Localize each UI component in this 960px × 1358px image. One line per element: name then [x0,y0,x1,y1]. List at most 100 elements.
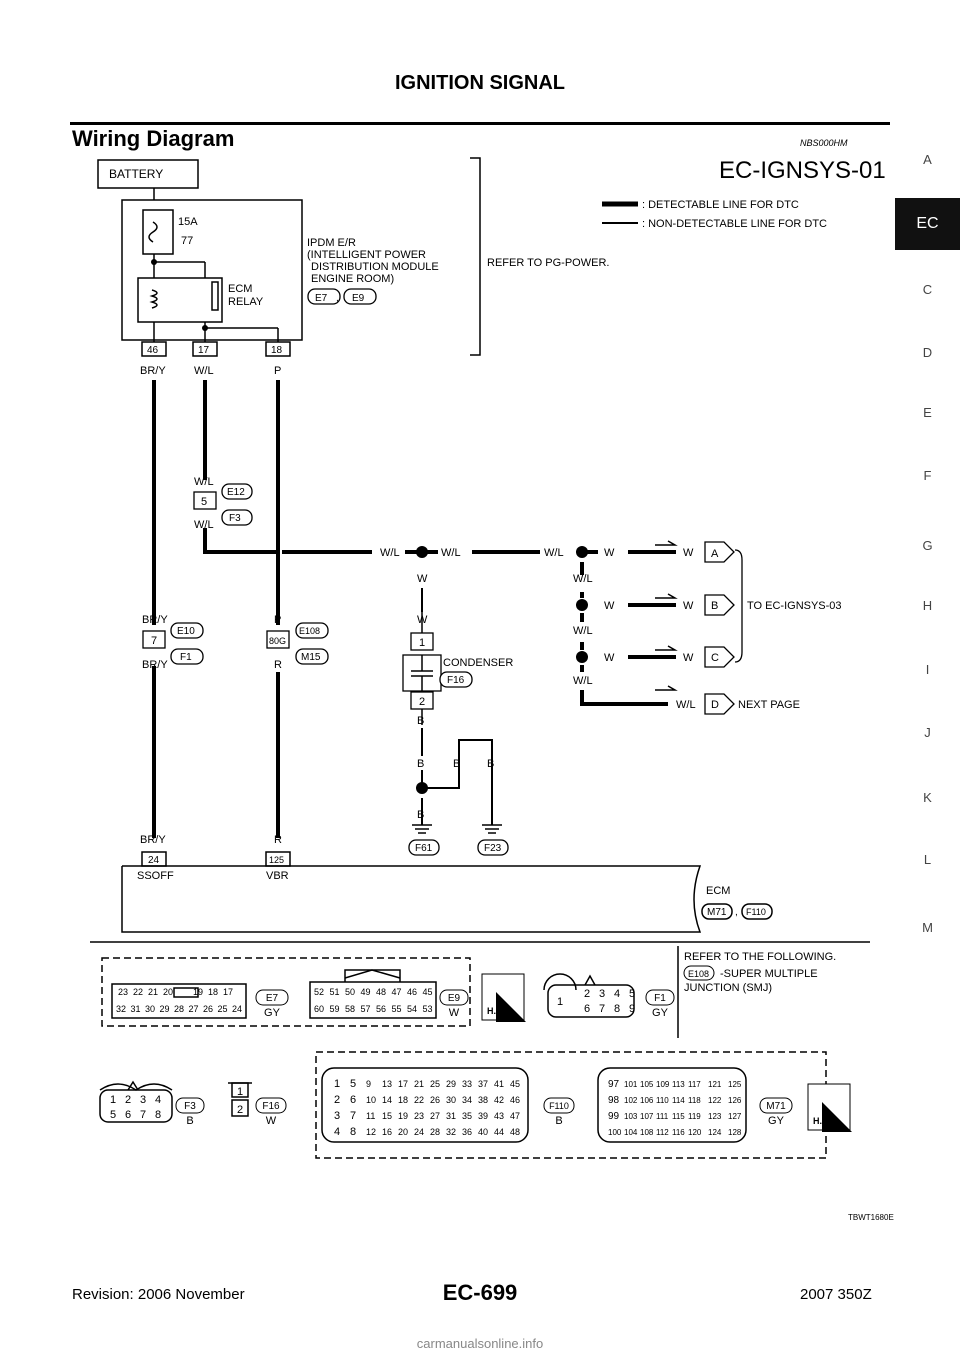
f3-pin: 4 [155,1094,161,1106]
f110-pin: 15 [382,1111,392,1121]
f1-pin: 5 [629,988,635,1000]
side-tab-c[interactable]: C [922,282,933,297]
e9-pin: 45 [423,987,433,997]
f3-pin: 2 [125,1094,131,1106]
f16-pin: 1 [237,1086,243,1098]
figure-code: TBWT1680E [848,1213,894,1222]
wire-b-3: B [453,758,460,770]
wire-wl-2: W/L [194,476,214,488]
f3-pin: 6 [125,1109,131,1121]
m71-pin: 123 [708,1112,722,1121]
page-title: IGNITION SIGNAL [395,72,565,94]
m71-pin: 119 [688,1112,701,1121]
f110-pin: 22 [414,1095,424,1105]
refer-pg: REFER TO PG-POWER. [487,257,609,269]
side-tab-d[interactable]: D [922,345,933,360]
wire-r-2: R [274,834,282,846]
side-tab-k[interactable]: K [923,790,932,805]
ecm-conn-2: F110 [746,907,766,917]
f110-pin: 35 [462,1111,472,1121]
ecm-term-ssoff: SSOFF [137,870,174,882]
side-tab-a[interactable]: A [923,152,932,167]
side-tab-j[interactable]: J [924,725,931,740]
f110-pin: 18 [398,1095,408,1105]
f110-pin: 33 [462,1079,472,1089]
condenser-pin-1: 1 [419,637,425,649]
e7-pin: 27 [189,1004,199,1014]
m71-pin: 104 [624,1128,638,1137]
battery-label: BATTERY [109,167,163,181]
ecm-term-vbr: VBR [266,870,289,882]
side-tab-e[interactable]: E [923,405,932,420]
f1-pin: 8 [614,1003,620,1015]
side-tab-h[interactable]: H [922,598,933,613]
wire-w-8: W [683,652,694,664]
f110-pin: 28 [430,1127,440,1137]
wire-wl-9: W/L [573,675,593,687]
e7-pin: 21 [148,987,158,997]
m71-pin: 97 [608,1079,620,1090]
side-tab-ec[interactable]: EC [895,198,960,250]
e9-pin: 57 [361,1004,371,1014]
legend-detectable: : DETECTABLE LINE FOR DTC [642,199,799,211]
conn80-id-2: M15 [301,652,321,663]
e9-pin: 48 [376,987,386,997]
side-tab-g[interactable]: G [922,538,933,553]
header-rule [70,122,890,125]
f1-pin: 6 [584,1003,590,1015]
f110-color: B [555,1115,562,1127]
e9-pin: 60 [314,1004,324,1014]
smj-label-1: -SUPER MULTIPLE [720,968,818,980]
m71-pin: 102 [624,1096,638,1105]
relay-label-2: RELAY [228,296,264,308]
m71-pin: 101 [624,1080,638,1089]
wire-w-5: W [683,600,694,612]
m71-pin: 105 [640,1080,654,1089]
svg-text:,: , [735,907,738,918]
f110-pin: 29 [446,1079,456,1089]
e9-pin: 56 [376,1004,386,1014]
m71-pin: 128 [728,1128,742,1137]
wire-wl-5: W/L [441,547,461,559]
section-title: Wiring Diagram [72,126,235,151]
e7-pin: 28 [174,1004,184,1014]
watermark: carmanualsonline.info [416,1336,544,1351]
e7-pin: 17 [223,987,233,997]
f110-pin: 39 [478,1111,488,1121]
wire-b-4: B [487,758,494,770]
output-d: D [711,699,719,711]
side-tab-f[interactable]: F [923,468,932,483]
side-tab-l[interactable]: L [923,852,932,867]
smj-conn: E108 [688,969,709,979]
f110-pin: 38 [478,1095,488,1105]
m71-pin: 106 [640,1096,654,1105]
conn80-id-1: E108 [299,626,320,636]
f110-pin: 42 [494,1095,504,1105]
svg-text:,: , [336,293,339,304]
e9-pin: 54 [407,1004,417,1014]
side-tab-i[interactable]: I [925,662,930,677]
m71-pin: 124 [708,1128,722,1137]
e9-pin: 46 [407,987,417,997]
f110-pin: 47 [510,1111,520,1121]
e7-pin: 32 [116,1004,126,1014]
f110-pin: 14 [382,1095,392,1105]
f16-id: F16 [262,1101,280,1112]
side-tab-m[interactable]: M [922,920,933,935]
f110-pin: 11 [366,1111,375,1121]
wire-w-4: W [604,600,615,612]
m71-pin: 116 [672,1128,685,1137]
conn80-pin: 80G [269,636,286,646]
e9-pin: 53 [423,1004,433,1014]
wire-wl-7: W/L [573,573,593,585]
f110-pin: 12 [366,1127,376,1137]
e9-pin: 51 [330,987,340,997]
f1-id: F1 [654,993,666,1004]
m71-pin: 127 [728,1112,742,1121]
f110-pin: 1 [334,1078,340,1090]
e7-pin: 24 [232,1004,242,1014]
f110-pin: 20 [398,1127,408,1137]
wire-wl-4: W/L [380,547,400,559]
f110-id: F110 [549,1101,569,1111]
smj-label-2: JUNCTION (SMJ) [684,982,772,994]
